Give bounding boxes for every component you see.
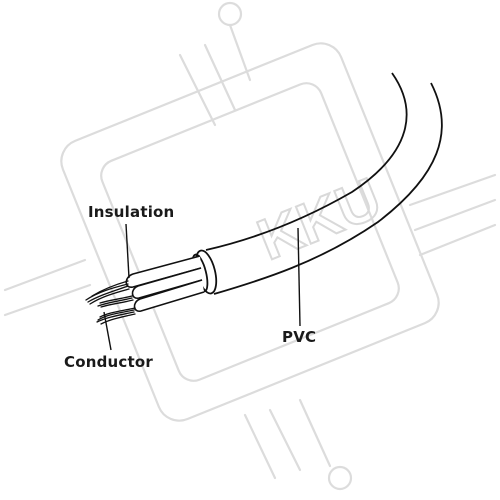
- pvc-leader: [297, 227, 301, 327]
- conductor-leader: [103, 311, 112, 351]
- wire-upper: [125, 255, 202, 288]
- wire-middle: [131, 267, 203, 299]
- pvc-label: PVC: [282, 328, 317, 346]
- insulation-label: Insulation: [88, 203, 175, 221]
- sheath-outer-bottom: [213, 82, 443, 295]
- pvc-sheath: [191, 72, 443, 295]
- insulated-wires: [125, 255, 205, 312]
- insulation-leader: [125, 223, 130, 279]
- conductor-strands: [85, 280, 136, 325]
- sheath-outer-top: [205, 72, 408, 251]
- watermark-logo: [3, 1, 497, 491]
- leader-lines: [103, 223, 301, 351]
- wire-lower: [133, 279, 205, 312]
- conductor-label: Conductor: [64, 353, 153, 371]
